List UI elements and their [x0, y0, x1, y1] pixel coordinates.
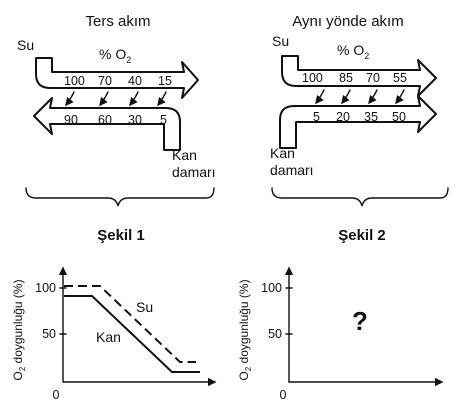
- diffusion-arrow-icon: [65, 91, 75, 107]
- graph2-panel: 100 50 0 O2 doygunluğu (%) ?: [237, 266, 444, 402]
- figure1-blood-label-line1: Kan: [172, 147, 197, 163]
- graph1-ylabel: O2 doygunluğu (%): [11, 279, 27, 380]
- figure1-diffusion-arrows: [65, 91, 167, 107]
- diffusion-arrow-icon: [129, 91, 139, 107]
- figure2-blood-value: 35: [364, 110, 378, 124]
- diffusion-arrow-icon: [395, 89, 405, 105]
- figure2-water-value: 100: [302, 71, 323, 85]
- figure1-title: Ters akım: [85, 13, 150, 30]
- figure1-water-value: 100: [64, 74, 85, 88]
- figure1-water-label: Su: [17, 37, 34, 53]
- graph1-water-series-label: Su: [136, 299, 153, 315]
- figure2-blood-value: 20: [336, 110, 350, 124]
- diffusion-arrow-icon: [99, 91, 109, 107]
- figure2-percent-label: % O2: [337, 42, 369, 61]
- graph1-ytick-50: 50: [42, 327, 56, 341]
- figure1-blood-arrow: [33, 97, 181, 151]
- figure2-blood-label-line2: damarı: [270, 162, 314, 178]
- figure2-water-value: 55: [393, 71, 407, 85]
- graph1-ticks: [59, 287, 67, 335]
- graph2-ytick-100: 100: [261, 281, 282, 295]
- graph2-ticks: [285, 287, 293, 335]
- figure1-panel: Ters akım Su % O2 100 70 40 15 90 60 30 …: [17, 13, 216, 244]
- figure2-water-value: 70: [366, 71, 380, 85]
- graph1-water-line: [64, 285, 196, 363]
- graph2-ylabel: O2 doygunluğu (%): [237, 279, 253, 380]
- graph1-origin: 0: [53, 388, 60, 402]
- figure2-brace: [271, 187, 449, 207]
- diffusion-arrow-icon: [315, 89, 325, 105]
- graph1-panel: 100 50 0 O2 doygunluğu (%) Su Kan: [11, 266, 217, 402]
- figure2-panel: Aynı yönde akım Su % O2 100 85 70 55 5 2…: [270, 13, 449, 244]
- diffusion-arrow-icon: [341, 89, 351, 105]
- figure1-water-arrow: [35, 57, 199, 99]
- figure1-blood-value: 60: [98, 113, 112, 127]
- figure1-percent-label: % O2: [99, 46, 131, 65]
- figure2-title: Aynı yönde akım: [292, 13, 403, 30]
- graph1-ytick-100: 100: [35, 281, 56, 295]
- figure2-blood-value: 50: [392, 110, 406, 124]
- figure2-blood-label-line1: Kan: [270, 145, 295, 161]
- figure2-water-value: 85: [339, 71, 353, 85]
- figure1-caption: Şekil 1: [97, 227, 145, 244]
- figure1-water-value: 40: [128, 74, 142, 88]
- figure1-blood-value: 90: [64, 113, 78, 127]
- figure2-caption: Şekil 2: [338, 227, 386, 244]
- diffusion-arrow-icon: [368, 89, 378, 105]
- figure2-water-arrow: [281, 55, 437, 97]
- graph1-blood-series-label: Kan: [96, 329, 121, 345]
- figure2-diffusion-arrows: [315, 89, 405, 105]
- figure2-blood-value: 5: [313, 110, 320, 124]
- figure1-blood-label-line2: damarı: [172, 164, 216, 180]
- figure1-brace: [25, 187, 215, 207]
- graph2-origin: 0: [280, 388, 287, 402]
- diffusion-arrow-icon: [157, 91, 167, 107]
- graph1-blood-line: [64, 295, 200, 373]
- figure1-blood-value: 30: [128, 113, 142, 127]
- graph2-question-mark: ?: [352, 306, 368, 336]
- figure1-blood-value: 5: [160, 113, 167, 127]
- figure2-blood-arrow: [279, 95, 437, 149]
- figure1-water-value: 15: [158, 74, 172, 88]
- figure1-water-value: 70: [98, 74, 112, 88]
- figure2-water-label: Su: [272, 33, 289, 49]
- graph2-ytick-50: 50: [268, 327, 282, 341]
